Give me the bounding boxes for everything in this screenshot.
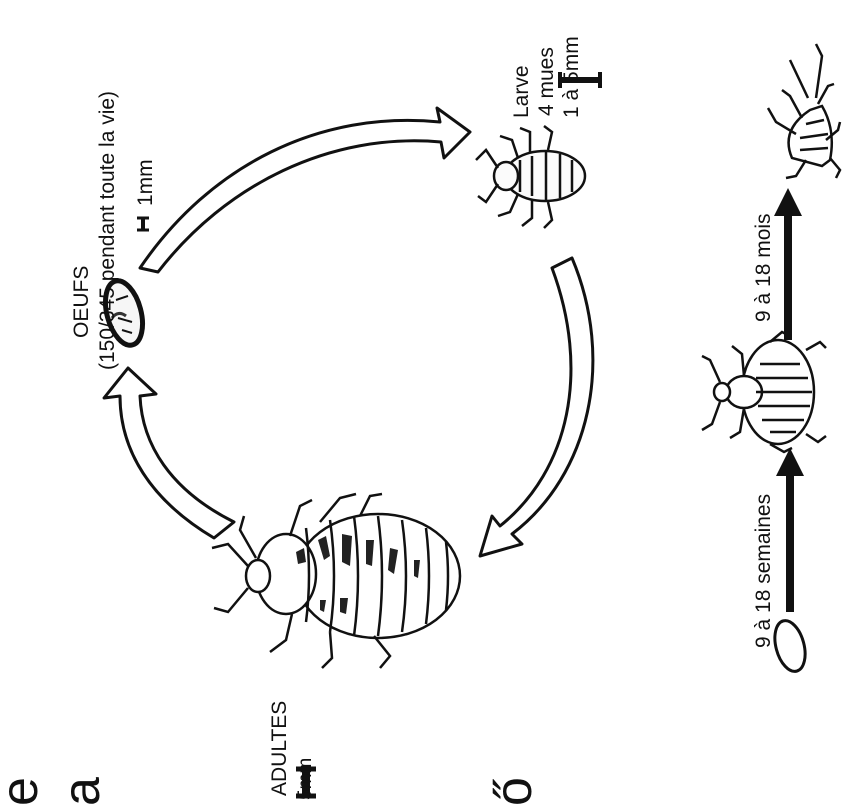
duration-months-label: 9 à 18 mois bbox=[752, 213, 776, 322]
egg-scale-bar bbox=[137, 218, 149, 230]
egg-scale-label: 1mm bbox=[134, 159, 158, 206]
adult-illustration bbox=[212, 494, 460, 668]
edge-fragment-left-bottom: a bbox=[56, 777, 108, 806]
timeline-adult bbox=[768, 44, 840, 178]
adult-scale-label: 5mm bbox=[294, 758, 318, 800]
edge-fragment-left-top: e bbox=[0, 777, 46, 806]
larva-illustration bbox=[476, 126, 585, 228]
larva-label: Larve bbox=[510, 65, 534, 118]
cycle-arrow-larva-to-adult bbox=[480, 258, 593, 556]
timeline-arrow-weeks bbox=[776, 448, 804, 612]
adults-label: ADULTES bbox=[268, 701, 292, 796]
eggs-label: OEUFS bbox=[70, 266, 94, 338]
eggs-count-label: (150/345 pendant toute la vie) bbox=[96, 91, 120, 370]
edge-fragment-center-bottom: ő bbox=[488, 777, 540, 806]
duration-weeks-label: 9 à 18 semaines bbox=[752, 494, 776, 648]
larva-size-label: 1 à 5mm bbox=[560, 36, 584, 118]
cycle-arrow-egg-to-larva bbox=[140, 108, 470, 272]
timeline-larva bbox=[702, 332, 826, 452]
larva-moults-label: 4 mues bbox=[535, 47, 559, 116]
timeline-arrow-months bbox=[774, 188, 802, 340]
cycle-arrow-adult-to-egg bbox=[104, 368, 234, 538]
